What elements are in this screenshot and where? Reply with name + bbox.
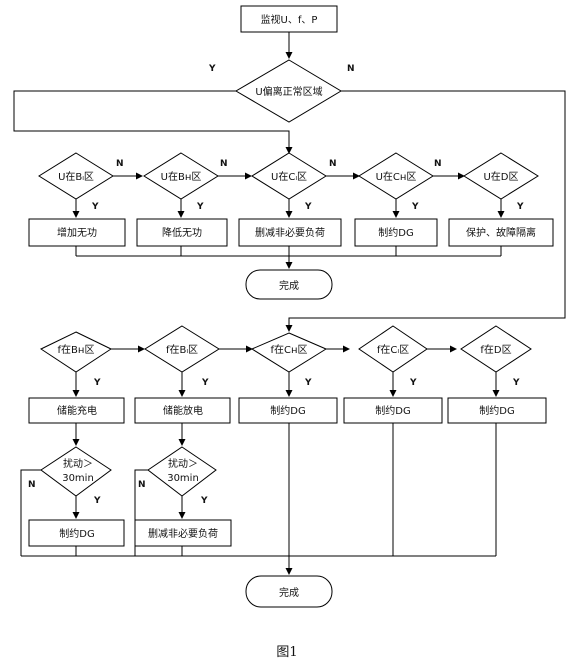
u-check-bh-label: U在Bʜ区 bbox=[161, 171, 202, 183]
f-check-d bbox=[460, 325, 532, 373]
u-action-5-label: 保护、故障隔离 bbox=[466, 226, 536, 239]
u-check-ch bbox=[358, 152, 434, 200]
f-check-ch bbox=[250, 332, 328, 373]
u-action-4 bbox=[354, 218, 438, 247]
f-check-cl-label: f在Cₗ区 bbox=[377, 344, 409, 356]
f-check-bl bbox=[144, 325, 220, 373]
disturb-2-no: N bbox=[138, 480, 146, 490]
u-check-cl-label: U在Cₗ区 bbox=[271, 171, 307, 183]
f-yes-5: Y bbox=[512, 378, 520, 388]
u-yes-4: Y bbox=[411, 202, 419, 212]
u-yes-3: Y bbox=[304, 202, 312, 212]
u-action-3 bbox=[238, 218, 342, 247]
sub-action-2 bbox=[134, 519, 232, 547]
f-check-bh bbox=[39, 331, 113, 373]
u-check-d-label: U在D区 bbox=[483, 171, 518, 183]
disturb-1-line2: 30min bbox=[62, 473, 94, 484]
u-yes-1: Y bbox=[91, 202, 99, 212]
disturb-check-2 bbox=[147, 446, 217, 497]
f-action-5 bbox=[447, 397, 547, 424]
disturb-1-no: N bbox=[28, 480, 36, 490]
f-yes-4: Y bbox=[409, 378, 417, 388]
disturb-1-yes: Y bbox=[93, 496, 101, 506]
u-yes-5: Y bbox=[516, 202, 524, 212]
u-no-3: N bbox=[329, 159, 337, 169]
f-action-3-label: 制约DG bbox=[270, 404, 305, 417]
disturb-check-1 bbox=[40, 446, 112, 497]
f-check-ch-label: f在Cʜ区 bbox=[270, 344, 307, 356]
u-deviation-label: U偏离正常区域 bbox=[255, 85, 322, 98]
u-check-cl bbox=[251, 152, 327, 200]
u-deviation-yes: Y bbox=[208, 64, 216, 74]
sub-action-2-label: 删减非必要负荷 bbox=[148, 527, 218, 540]
f-action-1-label: 储能充电 bbox=[57, 404, 97, 417]
start-box bbox=[240, 5, 338, 33]
u-deviation-decision bbox=[235, 59, 342, 123]
f-action-2 bbox=[134, 397, 231, 424]
u-yes-2: Y bbox=[196, 202, 204, 212]
disturb-1-line1: 扰动＞ bbox=[63, 457, 93, 470]
f-action-1 bbox=[28, 397, 125, 424]
u-check-bl-label: U在Bₗ区 bbox=[58, 171, 94, 183]
f-action-4 bbox=[343, 397, 443, 424]
start-label: 监视U、f、P bbox=[261, 13, 318, 26]
u-no-4: N bbox=[434, 159, 442, 169]
f-action-5-label: 制约DG bbox=[479, 404, 514, 417]
f-check-bl-label: f在Bₗ区 bbox=[166, 344, 198, 356]
figure-caption: 图1 bbox=[276, 645, 297, 660]
u-action-2-label: 降低无功 bbox=[162, 226, 202, 239]
done-2-label: 完成 bbox=[279, 586, 299, 599]
disturb-2-yes: Y bbox=[200, 496, 208, 506]
f-yes-3: Y bbox=[304, 378, 312, 388]
u-action-3-label: 删减非必要负荷 bbox=[255, 226, 325, 239]
f-check-d-label: f在D区 bbox=[480, 344, 511, 356]
done-terminal-2 bbox=[245, 575, 333, 608]
u-check-bh bbox=[143, 152, 219, 200]
u-action-5 bbox=[448, 218, 554, 247]
u-no-1: N bbox=[116, 159, 124, 169]
u-deviation-no: N bbox=[347, 64, 355, 74]
sub-action-1 bbox=[28, 519, 125, 547]
f-yes-2: Y bbox=[201, 378, 209, 388]
f-action-3 bbox=[238, 397, 338, 424]
done-terminal-1 bbox=[245, 269, 333, 300]
f-yes-1: Y bbox=[93, 378, 101, 388]
u-check-ch-label: U在Cʜ区 bbox=[376, 171, 417, 183]
u-action-4-label: 制约DG bbox=[378, 226, 413, 239]
u-check-d bbox=[463, 152, 539, 200]
sub-action-1-label: 制约DG bbox=[59, 527, 94, 540]
u-action-1-label: 增加无功 bbox=[57, 226, 97, 239]
u-no-2: N bbox=[220, 159, 228, 169]
u-action-1 bbox=[28, 218, 126, 247]
done-1-label: 完成 bbox=[279, 279, 299, 292]
f-action-2-label: 储能放电 bbox=[163, 404, 203, 417]
connectors bbox=[13, 32, 566, 575]
disturb-2-line1: 扰动＞ bbox=[168, 457, 198, 470]
disturb-2-line2: 30min bbox=[167, 473, 199, 484]
f-action-4-label: 制约DG bbox=[375, 404, 410, 417]
f-check-bh-label: f在Bʜ区 bbox=[58, 344, 95, 356]
u-action-2 bbox=[136, 218, 228, 247]
f-check-cl bbox=[358, 325, 428, 373]
u-check-bl bbox=[38, 152, 114, 200]
